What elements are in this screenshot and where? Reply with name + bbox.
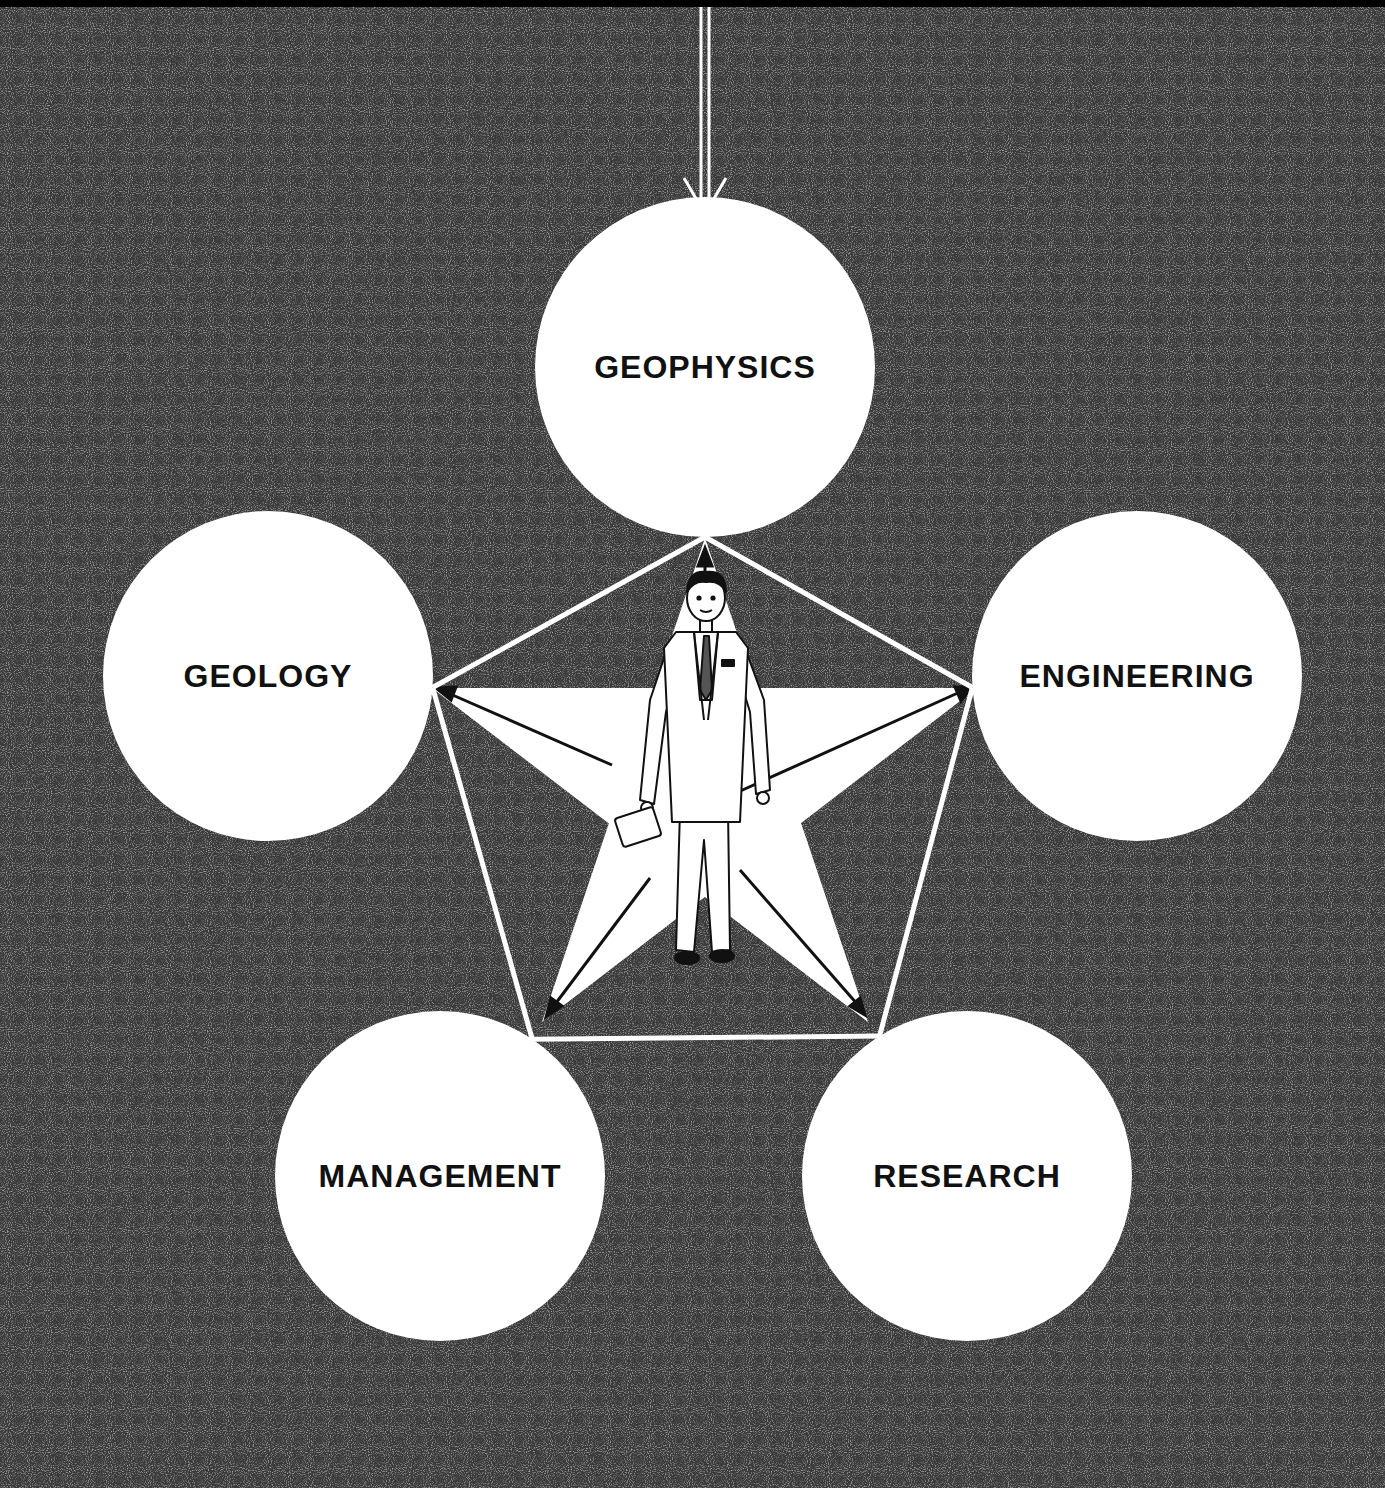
- topic-label: RESEARCH: [873, 1158, 1061, 1195]
- top-arrow: [684, 7, 726, 214]
- pentagon-side: [433, 688, 533, 1040]
- topic-circle: GEOPHYSICS: [535, 197, 875, 537]
- top-band: [0, 0, 1385, 7]
- star: [432, 538, 977, 1022]
- topic-circle: ENGINEERING: [972, 511, 1302, 841]
- pentagon-side: [433, 537, 705, 688]
- pentagon-side: [880, 688, 973, 1037]
- topic-label: GEOLOGY: [184, 658, 353, 695]
- topic-circle: MANAGEMENT: [275, 1011, 605, 1341]
- topic-circle: GEOLOGY: [103, 511, 433, 841]
- topic-label: GEOPHYSICS: [594, 349, 816, 386]
- topic-label: MANAGEMENT: [319, 1158, 562, 1195]
- topic-label: ENGINEERING: [1019, 658, 1254, 695]
- pentagon-side: [532, 1036, 879, 1039]
- businessman: [614, 572, 770, 964]
- topic-circle: RESEARCH: [802, 1011, 1132, 1341]
- direction-arrows: [436, 548, 972, 1017]
- pentagon-side: [705, 537, 972, 688]
